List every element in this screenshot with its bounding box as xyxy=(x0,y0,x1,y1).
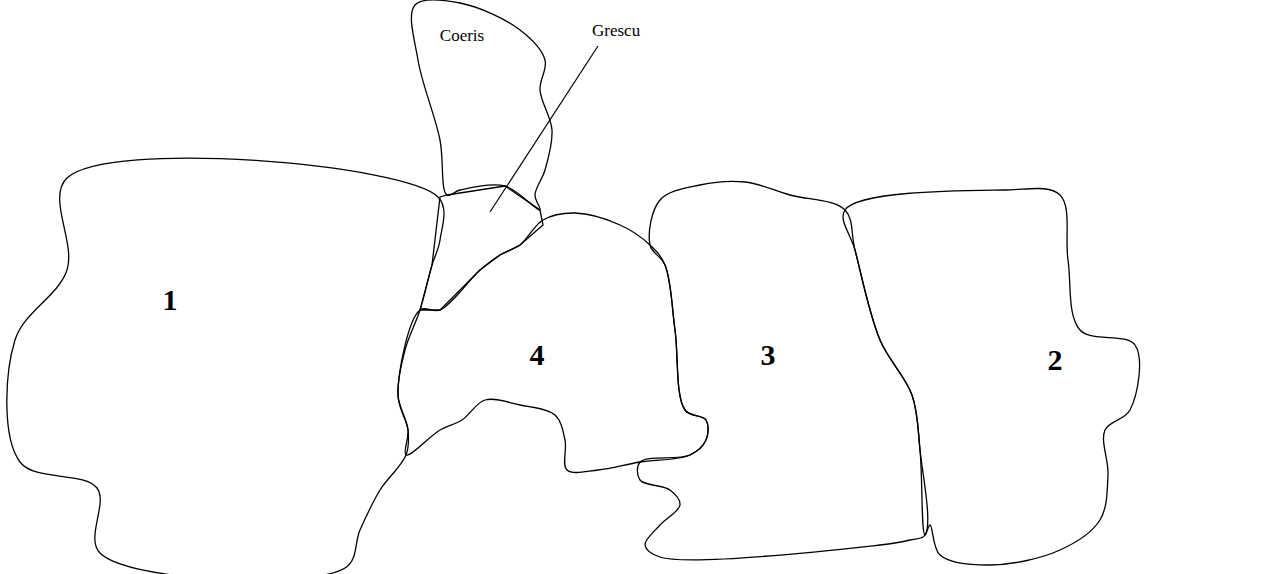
region-shape: 4 xyxy=(398,213,706,470)
region-outline xyxy=(845,190,1135,565)
region-number: 2 xyxy=(1048,343,1063,377)
region-outline xyxy=(843,188,1140,565)
region-number: 1 xyxy=(163,283,178,317)
region-shape: 3 xyxy=(640,182,925,557)
region-outline xyxy=(640,182,925,557)
region-outline xyxy=(15,178,440,568)
region-outline xyxy=(398,213,706,470)
region-shape: 1 xyxy=(15,178,440,568)
region-number: 3 xyxy=(761,338,776,372)
region-number: 4 xyxy=(530,338,545,372)
region-shape: Coeris xyxy=(415,3,552,210)
part-label: Grescu xyxy=(592,21,640,41)
region-outline xyxy=(411,0,552,210)
region-name: Coeris xyxy=(440,26,484,46)
region-outline xyxy=(637,181,927,559)
region-outline xyxy=(398,213,708,473)
region-outline xyxy=(7,158,444,574)
region-shape: 2 xyxy=(845,190,1135,565)
